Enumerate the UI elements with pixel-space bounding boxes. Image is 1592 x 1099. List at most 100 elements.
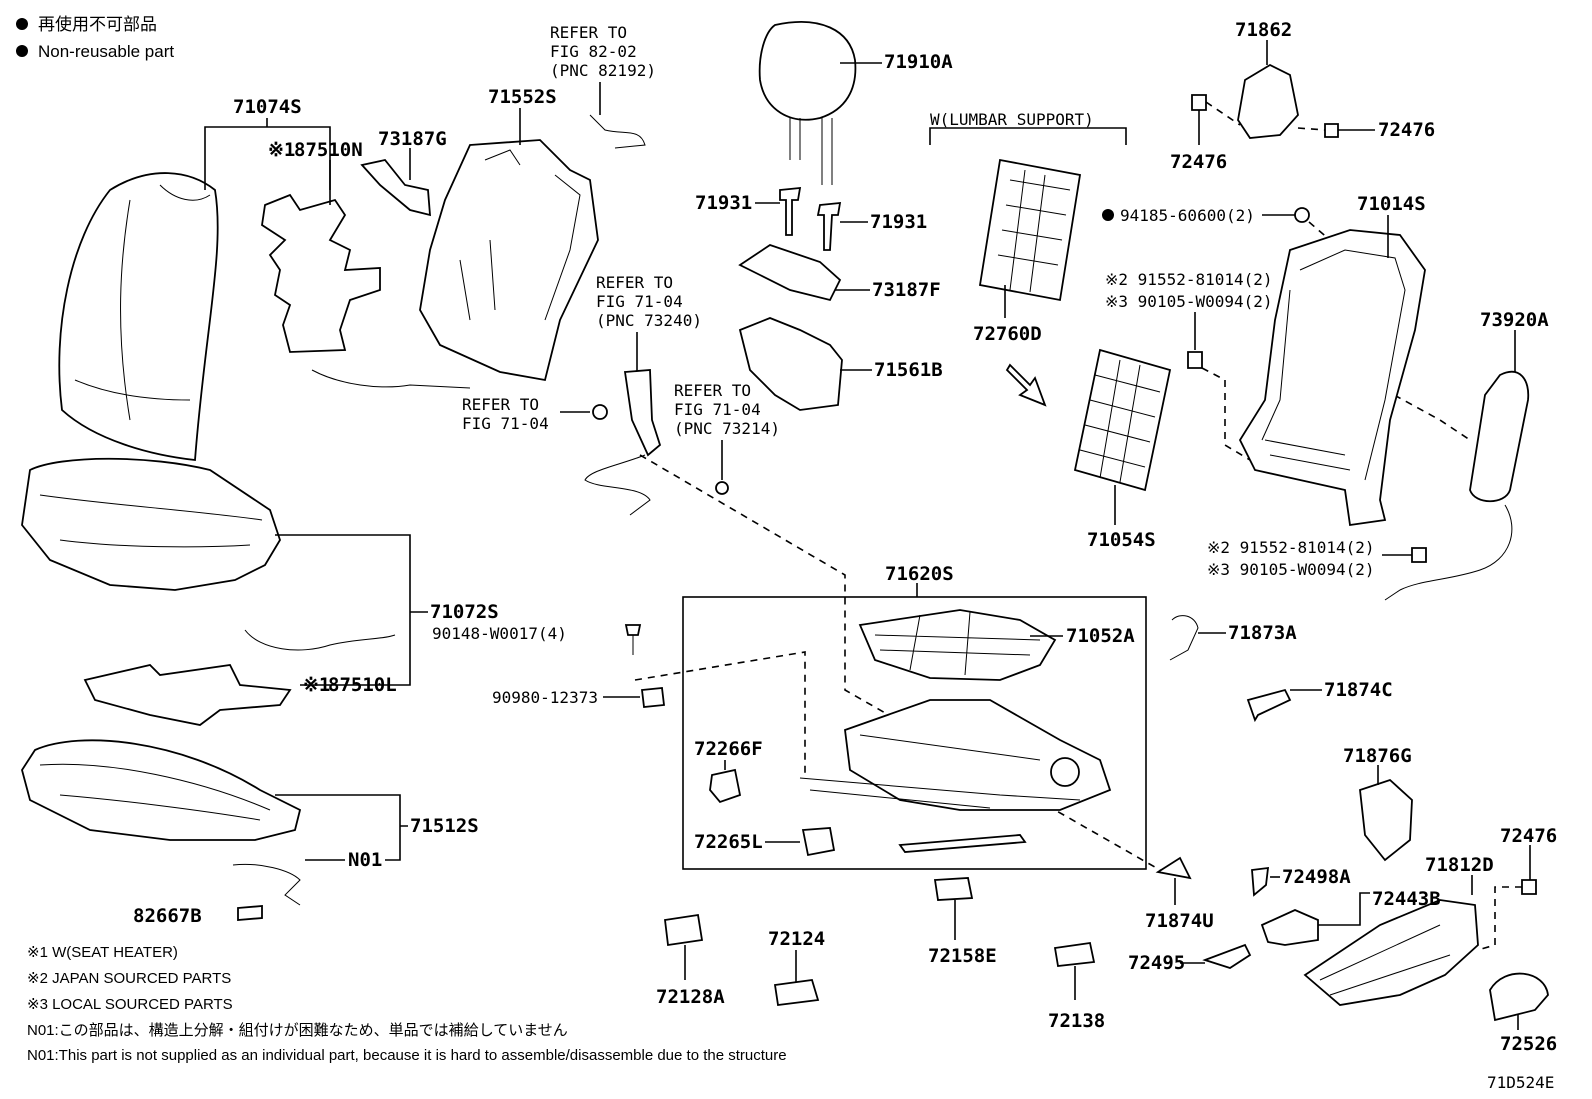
non-reusable-bullet-icon <box>16 18 28 30</box>
clip-72476-drawing <box>1191 94 1207 111</box>
part-71620S[interactable]: 71620S <box>885 563 954 585</box>
part-73187G[interactable]: 73187G <box>378 128 447 150</box>
figure-id: 71D524E <box>1487 1073 1554 1092</box>
note-1: ※1 W(SEAT HEATER) <box>27 944 178 961</box>
part-71873A[interactable]: 71873A <box>1228 622 1297 644</box>
part-71874C-drawing <box>1246 688 1292 723</box>
part-71873A-drawing <box>1169 615 1199 661</box>
refer-line: FIG 71-04 <box>674 400 761 419</box>
arrow-icon <box>1005 363 1047 407</box>
part-71072S[interactable]: 71072S <box>430 601 499 623</box>
lumbar-label: W(LUMBAR SUPPORT) <box>930 110 1094 129</box>
refer-fig-71-04: REFER TO FIG 71-04 <box>462 395 608 433</box>
note-n01-en: N01:This part is not supplied as an indi… <box>27 1047 787 1064</box>
part-71552S[interactable]: 71552S <box>488 86 557 108</box>
part-72158E[interactable]: 72158E <box>928 945 997 967</box>
part-72476b[interactable]: 72476 <box>1378 119 1435 141</box>
bolt-icon <box>1411 547 1427 563</box>
part-90148[interactable]: 90148-W0017(4) <box>432 624 567 643</box>
side-shield-71812D-drawing <box>1303 899 1479 1006</box>
part-73187F[interactable]: 73187F <box>872 279 941 301</box>
legend-en: Non-reusable part <box>38 42 174 61</box>
seat-frame-track-drawing <box>799 699 1112 853</box>
part-72443B[interactable]: 72443B <box>1372 888 1441 910</box>
part-71862[interactable]: 71862 <box>1235 19 1292 41</box>
pad-71561B-drawing <box>738 317 843 411</box>
part-72495[interactable]: 72495 <box>1128 952 1185 974</box>
part-71931a[interactable]: 71931 <box>695 192 752 214</box>
footnotes: ※1 W(SEAT HEATER) ※2 JAPAN SOURCED PARTS… <box>27 944 787 1064</box>
part-71014S[interactable]: 71014S <box>1357 193 1426 215</box>
part-72476a[interactable]: 72476 <box>1170 151 1227 173</box>
part-82667B[interactable]: 82667B <box>133 905 202 927</box>
part-72266F[interactable]: 72266F <box>694 738 763 760</box>
part-90105a[interactable]: ※3 90105-W0094(2) <box>1105 292 1273 311</box>
part-72138-drawing <box>1053 941 1096 967</box>
headrest-guide-drawing <box>779 186 842 251</box>
part-71874C[interactable]: 71874C <box>1324 679 1393 701</box>
part-91552b[interactable]: ※2 91552-81014(2) <box>1207 538 1375 557</box>
part-72266F-drawing <box>709 768 742 804</box>
part-87510L[interactable]: 87510L <box>328 674 397 696</box>
part-72760D[interactable]: 72760D <box>973 323 1042 345</box>
part-71512S[interactable]: 71512S <box>410 815 479 837</box>
refer-line: REFER TO <box>550 23 627 42</box>
refer-fig-71-04-pnc-73214: REFER TO FIG 71-04 (PNC 73214) <box>674 381 780 495</box>
part-72128A[interactable]: 72128A <box>656 986 725 1008</box>
knob-72498A-drawing <box>1251 866 1270 897</box>
part-94185[interactable]: 94185-60600(2) <box>1120 206 1255 225</box>
refer-line: FIG 71-04 <box>596 292 683 311</box>
refer-fig-82-02: REFER TO FIG 82-02 (PNC 82192) <box>550 23 656 149</box>
part-71876G[interactable]: 71876G <box>1343 745 1412 767</box>
refer-line: (PNC 73240) <box>596 311 702 330</box>
lever-72443B-drawing <box>1260 909 1319 946</box>
part-71054S[interactable]: 71054S <box>1087 529 1156 551</box>
part-72138[interactable]: 72138 <box>1048 1010 1105 1032</box>
refer-line: FIG 82-02 <box>550 42 637 61</box>
part-72124-drawing <box>773 979 820 1007</box>
clip-90980-drawing <box>640 687 666 708</box>
refer-fig-71-04-pnc-73240: REFER TO FIG 71-04 (PNC 73240) <box>584 273 702 516</box>
part-71561B[interactable]: 71561B <box>874 359 943 381</box>
leader-71072S <box>275 534 428 686</box>
lumbar-spring-drawing <box>1073 348 1172 492</box>
part-72124[interactable]: 72124 <box>768 928 825 950</box>
part-72498A[interactable]: 72498A <box>1282 866 1351 888</box>
legend-jp: 再使用不可部品 <box>38 14 157 34</box>
lumbar-support-drawing <box>978 158 1082 302</box>
note-2: ※2 JAPAN SOURCED PARTS <box>27 970 231 987</box>
part-72265L-drawing <box>801 827 836 857</box>
refer-line: FIG 71-04 <box>462 414 549 433</box>
seat-spring-71052A-drawing <box>858 609 1057 681</box>
part-72495-drawing <box>1202 943 1252 969</box>
part-71876G-drawing <box>1359 778 1413 862</box>
part-72265L[interactable]: 72265L <box>694 831 763 853</box>
part-90980[interactable]: 90980-12373 <box>492 688 598 707</box>
refer-line: REFER TO <box>674 381 751 400</box>
bracket-73187G-drawing <box>360 159 431 217</box>
note-3: ※3 LOCAL SOURCED PARTS <box>27 996 233 1013</box>
part-71931b[interactable]: 71931 <box>870 211 927 233</box>
seat-track-assembly-box <box>682 596 1147 870</box>
part-90105b[interactable]: ※3 90105-W0094(2) <box>1207 560 1375 579</box>
refer-line: REFER TO <box>462 395 539 414</box>
clip-72476-drawing <box>1324 123 1339 138</box>
leader-71512S <box>275 794 408 861</box>
part-71052A[interactable]: 71052A <box>1066 625 1135 647</box>
bolt-90148-drawing <box>624 624 642 655</box>
part-N01[interactable]: N01 <box>348 849 382 871</box>
part-71874U[interactable]: 71874U <box>1145 910 1214 932</box>
part-87510N-mark: ※1 <box>268 139 295 161</box>
part-71910A[interactable]: 71910A <box>884 51 953 73</box>
part-71812D[interactable]: 71812D <box>1425 854 1494 876</box>
part-91552a[interactable]: ※2 91552-81014(2) <box>1105 270 1273 289</box>
part-87510N[interactable]: 87510N <box>294 139 363 161</box>
seatback-cover-drawing <box>58 172 219 461</box>
knob-72526-drawing <box>1489 972 1549 1022</box>
part-72526[interactable]: 72526 <box>1500 1033 1557 1055</box>
part-71074S[interactable]: 71074S <box>233 96 302 118</box>
part-72476c[interactable]: 72476 <box>1500 825 1557 847</box>
clip-72476-drawing <box>1521 879 1537 895</box>
leader-71074S <box>204 118 331 190</box>
part-73920A[interactable]: 73920A <box>1480 309 1549 331</box>
